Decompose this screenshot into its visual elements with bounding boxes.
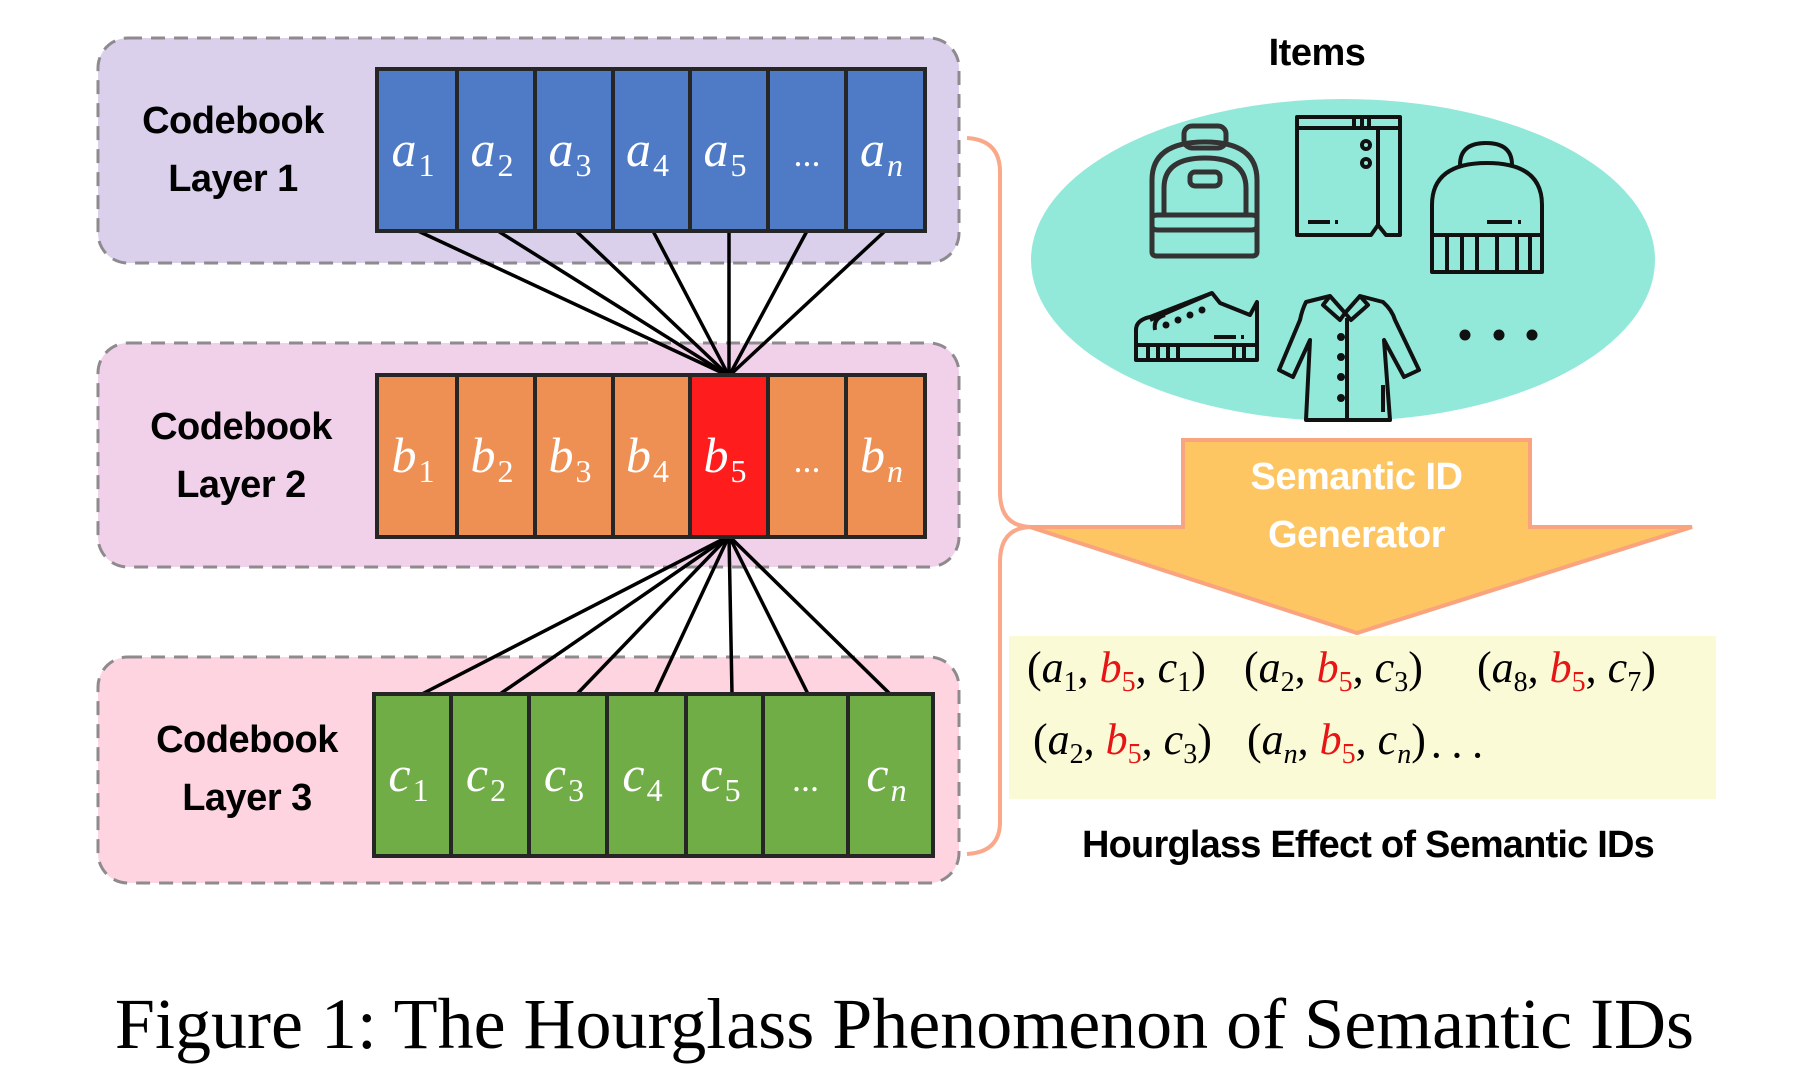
codebook-layer-1-cells: a1 a2 a3 a4 a5... an (375, 67, 927, 233)
codebook-cell-label: c4 (622, 746, 662, 808)
codebook-cell-label: ... (794, 440, 821, 480)
codebook-cell (844, 67, 927, 233)
codebook-cell-label: b3 (549, 427, 592, 489)
codebook-cell (375, 67, 459, 233)
connection-line (421, 534, 730, 696)
connection-line (574, 229, 731, 378)
codebook-cell-label: b1 (392, 427, 435, 489)
codebook-cell-label: ... (794, 134, 821, 174)
codebook-label-line1: Codebook (142, 100, 324, 142)
codebook-cell-label: a2 (471, 121, 514, 183)
connection-line (727, 230, 809, 377)
generator-label-line1: Semantic ID (1250, 456, 1463, 498)
connection-line (727, 534, 892, 696)
codebook-cell (688, 67, 770, 233)
codebook-cell (605, 692, 688, 858)
codebook-cell-label: c5 (700, 746, 740, 808)
codebook-label-line2: Layer 2 (176, 464, 306, 506)
codebook-cell-label: a3 (549, 121, 592, 183)
codebook-cell (533, 67, 615, 233)
backpack-icon (1149, 123, 1260, 259)
figure-caption: Figure 1: The Hourglass Phenomenon of Se… (114, 984, 1695, 1064)
codebook-cell-label: bn (860, 427, 903, 489)
hourglass-effect-title: Hourglass Effect of Semantic IDs (1082, 824, 1655, 866)
codebook-cell-label: b5 (704, 427, 747, 489)
codebook-cell (846, 692, 935, 858)
codebook-layer-3-cells: c1 c2 c3 c4 c5... cn (372, 692, 935, 858)
connection-line (727, 229, 887, 378)
connection-line (727, 535, 810, 695)
connection-line (497, 229, 730, 378)
codebook-label-line1: Codebook (156, 719, 338, 761)
layer1-to-b5-connections (417, 229, 887, 378)
codebook-label-line1: Codebook (150, 406, 332, 448)
coat-icon (1277, 294, 1421, 422)
codebook-cell-label: c2 (466, 746, 506, 808)
codebook-cell-label: a1 (392, 121, 435, 183)
semantic-id-generator-arrow (1029, 438, 1693, 636)
codebook-cell-label: b2 (471, 427, 514, 489)
semantic-id-tuple: (a8, b5, c7) (1477, 643, 1656, 698)
items-ellipse (1031, 99, 1655, 421)
codebook-cell-highlighted (688, 373, 770, 539)
codebook-cell (455, 67, 537, 233)
codebook-cell (375, 373, 459, 539)
codebook-cell-label: cn (866, 746, 906, 808)
generator-label-line2: Generator (1267, 514, 1446, 556)
semantic-id-tuple: (a1, b5, c1) (1027, 643, 1206, 698)
semantic-id-tuple: (an, b5, cn) (1247, 715, 1426, 770)
codebook-label-line2: Layer 1 (168, 158, 298, 200)
semantic-id-tuple: (a2, b5, c3) (1244, 643, 1423, 698)
sneaker-icon (1134, 291, 1259, 362)
codebook-layer-2-label: Codebook Layer 2 (116, 398, 366, 514)
codebook-cell (372, 692, 453, 858)
codebook-cell (527, 692, 609, 858)
codebook-cell-label: an (860, 121, 903, 183)
connection-line (651, 230, 731, 377)
codebook-cell (455, 373, 537, 539)
codebook-cell-label: c3 (544, 746, 584, 808)
codebook-cell-label: a5 (704, 121, 747, 183)
codebook-cell (611, 67, 692, 233)
b5-to-layer3-connections (421, 534, 892, 696)
codebook-cell (611, 373, 692, 539)
codebook-cell (684, 692, 765, 858)
codebook-cell-label: ... (792, 759, 819, 799)
codebook-cell-label: c1 (388, 746, 428, 808)
codebook-cell-label: a4 (626, 121, 669, 183)
codebook-cell-label: b4 (626, 427, 669, 489)
beanie-hat-icon (1430, 141, 1544, 274)
codebook-layer-2-cells: b1 b2 b3 b4 b5... bn (375, 373, 927, 539)
connection-line (499, 534, 730, 696)
codebook-cell (533, 373, 615, 539)
items-title: Items (1268, 32, 1366, 74)
connection-line (653, 535, 731, 695)
codebook-layer-3-label: Codebook Layer 3 (122, 711, 372, 827)
codebook-label-line2: Layer 3 (182, 777, 312, 819)
more-items-ellipsis-icon (1459, 329, 1538, 341)
semantic-ids-box: (a1, b5, c1) (a2, b5, c3) (a8, b5, c7) (a2… (1009, 636, 1716, 799)
codebook-cell (844, 373, 927, 539)
connection-line (575, 534, 731, 696)
codebook-cell (761, 692, 850, 858)
connection-line (727, 535, 734, 695)
semantic-id-tuple: (a2, b5, c3) (1033, 715, 1212, 770)
skirt-icon (1295, 115, 1402, 237)
semantic-ids-ellipsis: ··· (1429, 731, 1491, 780)
connection-line (417, 229, 730, 378)
codebook-layer-1-label: Codebook Layer 1 (108, 92, 358, 208)
